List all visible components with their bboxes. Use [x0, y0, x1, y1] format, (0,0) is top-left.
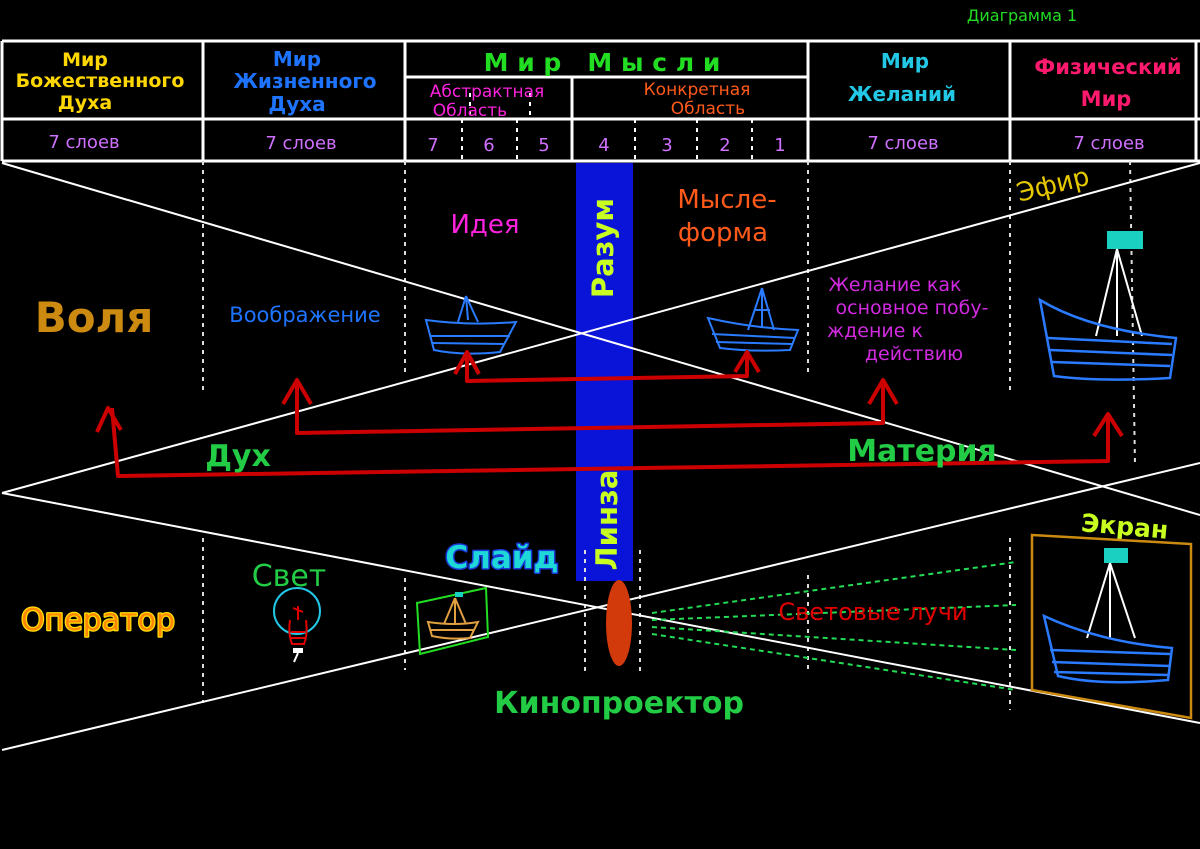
ship-physical-icon — [1038, 231, 1178, 381]
life-world-line1: Мир — [273, 47, 321, 71]
light-rays-label: Световые лучи — [778, 598, 967, 626]
reason-label: Разум — [586, 198, 620, 298]
divine-world-line1: Мир — [62, 49, 108, 71]
imagination-label: Воображение — [229, 303, 380, 327]
mind-world-title: М и р М ы с л и — [484, 48, 721, 77]
lens-bar — [576, 163, 633, 581]
column-dividers — [202, 160, 1136, 710]
mind-layer-5: 5 — [538, 135, 549, 156]
desire-label: Желание как основное побу- ждение к дейс… — [827, 274, 988, 365]
divine-world-layers: 7 слоев — [48, 132, 119, 153]
desire-line2: основное побу- — [836, 297, 989, 319]
screen-ship-flag-icon — [1104, 548, 1128, 563]
thought-form-label: Мысле- форма — [677, 185, 776, 248]
ship-thought-form-icon — [706, 287, 800, 352]
thought-form-line2: форма — [678, 218, 768, 248]
light-label: Свет — [252, 559, 327, 594]
arrow-imagination-desire — [281, 378, 899, 435]
diagram-title: Диаграмма 1 — [967, 6, 1077, 25]
life-world-layers: 7 слоев — [265, 133, 336, 154]
header-divine-world: Мир Божественного Духа — [16, 49, 185, 114]
projection-screen-icon — [1030, 533, 1193, 720]
matter-label: Материя — [847, 434, 997, 469]
physical-world-layers: 7 слоев — [1073, 133, 1144, 154]
arrow-idea-thoughtform — [453, 350, 761, 383]
abstract-line1: Абстрактная — [430, 82, 545, 102]
projector-label: Кинопроектор — [494, 686, 744, 721]
desire-line1: Желание как — [828, 274, 961, 296]
mind-layer-6: 6 — [483, 135, 494, 156]
abstract-line2: Область — [433, 101, 507, 121]
header-physical-world: Физический Мир — [1034, 55, 1181, 111]
desire-line3: ждение к — [827, 320, 923, 342]
will-label: Воля — [35, 293, 154, 342]
cross-lines — [1, 162, 1200, 751]
mind-layer-4: 4 — [598, 135, 609, 156]
projector-lens-icon — [606, 580, 632, 666]
header-grid — [0, 39, 1200, 163]
light-rays — [651, 561, 1017, 691]
ether-label: Эфир — [1014, 162, 1093, 209]
operator-label: Оператор — [21, 603, 175, 638]
mind-layer-7: 7 — [427, 135, 438, 156]
concrete-line2: Область — [671, 99, 745, 119]
physical-world-line1: Физический — [1034, 55, 1181, 79]
spirit-label: Дух — [205, 439, 271, 474]
header-desire-world: Мир Желаний — [848, 49, 956, 106]
desire-world-layers: 7 слоев — [867, 133, 938, 154]
ship-idea-icon — [424, 295, 518, 355]
thought-form-line1: Мысле- — [677, 185, 776, 215]
arrow-will-physical — [95, 406, 1124, 478]
header-abstract-region: Абстрактная Область — [430, 82, 545, 121]
desire-world-line2: Желаний — [848, 82, 956, 106]
header-life-world: Мир Жизненного Духа — [233, 47, 376, 116]
life-world-line2: Жизненного — [233, 69, 376, 93]
slide-label: Слайд — [445, 540, 558, 576]
life-world-line3: Духа — [268, 92, 325, 116]
mind-layer-1: 1 — [774, 135, 785, 156]
desire-line4: действию — [865, 343, 963, 365]
ship-physical-flag-icon — [1107, 231, 1143, 249]
lens-label: Линза — [590, 470, 624, 571]
mind-layer-3: 3 — [661, 135, 672, 156]
physical-world-line2: Мир — [1081, 87, 1132, 111]
desire-world-line1: Мир — [881, 49, 929, 73]
divine-world-line3: Духа — [58, 92, 112, 114]
concrete-line1: Конкретная — [644, 80, 751, 100]
light-bulb-icon — [273, 587, 321, 663]
mind-layer-dividers — [461, 93, 753, 161]
idea-label: Идея — [450, 210, 519, 240]
divine-world-line2: Божественного — [16, 70, 185, 92]
mind-layer-2: 2 — [719, 135, 730, 156]
header-concrete-region: Конкретная Область — [644, 80, 751, 119]
layer-counts: 7 слоев 7 слоев 7 6 5 4 3 2 1 7 слоев 7 … — [48, 132, 1144, 156]
slide-frame-icon — [415, 586, 490, 656]
